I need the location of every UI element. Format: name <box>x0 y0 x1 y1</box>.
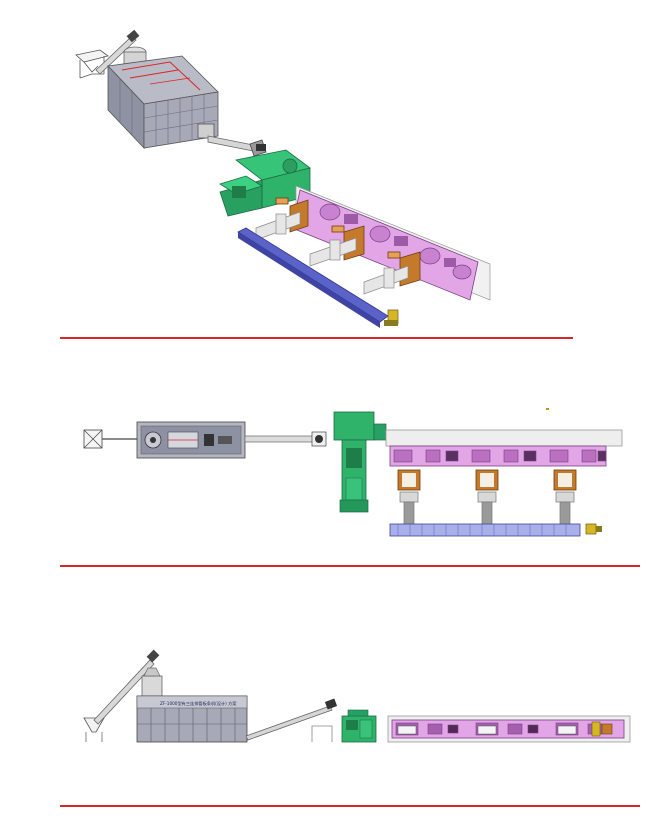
hopper-icon <box>83 429 138 449</box>
screw-conveyor-icon <box>95 29 140 75</box>
press-line <box>387 715 631 743</box>
support-frame <box>399 491 575 527</box>
extruder <box>341 709 377 743</box>
machine-label: ZF-1000型有三连排管板条机(设计) 方案 <box>160 700 237 707</box>
support-beam <box>385 429 623 447</box>
front-view: ZF-1000型有三连排管板条机(设计) 方案 <box>0 575 660 820</box>
top-view <box>0 345 660 575</box>
dryer-cabinet: ZF-1000型有三连排管板条机(设计) 方案 <box>136 695 248 743</box>
outlet-conveyor <box>197 123 267 157</box>
motor-icon <box>591 721 613 737</box>
dryer-cabinet <box>136 421 246 459</box>
press-line <box>291 185 491 301</box>
front-view-drawing: ZF-1000型有三连排管板条机(设计) 方案 <box>83 649 631 743</box>
press-line <box>389 445 607 467</box>
divider-line <box>60 805 640 807</box>
mold-stations <box>397 469 577 491</box>
extruder <box>333 411 387 513</box>
screw-conveyor-icon <box>244 431 327 447</box>
support-frame <box>311 725 333 742</box>
motor-icon <box>585 523 602 535</box>
support-frame <box>255 211 409 295</box>
isometric-view <box>0 0 660 345</box>
hopper-icon <box>83 717 105 742</box>
divider-line <box>60 565 640 567</box>
screw-conveyor-icon <box>93 649 160 725</box>
divider-line <box>60 337 573 339</box>
isometric-drawing <box>75 29 491 328</box>
outlet-conveyor <box>245 698 338 741</box>
top-view-drawing <box>83 408 623 537</box>
motor-icon <box>384 309 399 326</box>
hopper-icon <box>75 49 109 79</box>
marker-dot <box>546 408 549 410</box>
conveyor-belt <box>389 523 581 537</box>
